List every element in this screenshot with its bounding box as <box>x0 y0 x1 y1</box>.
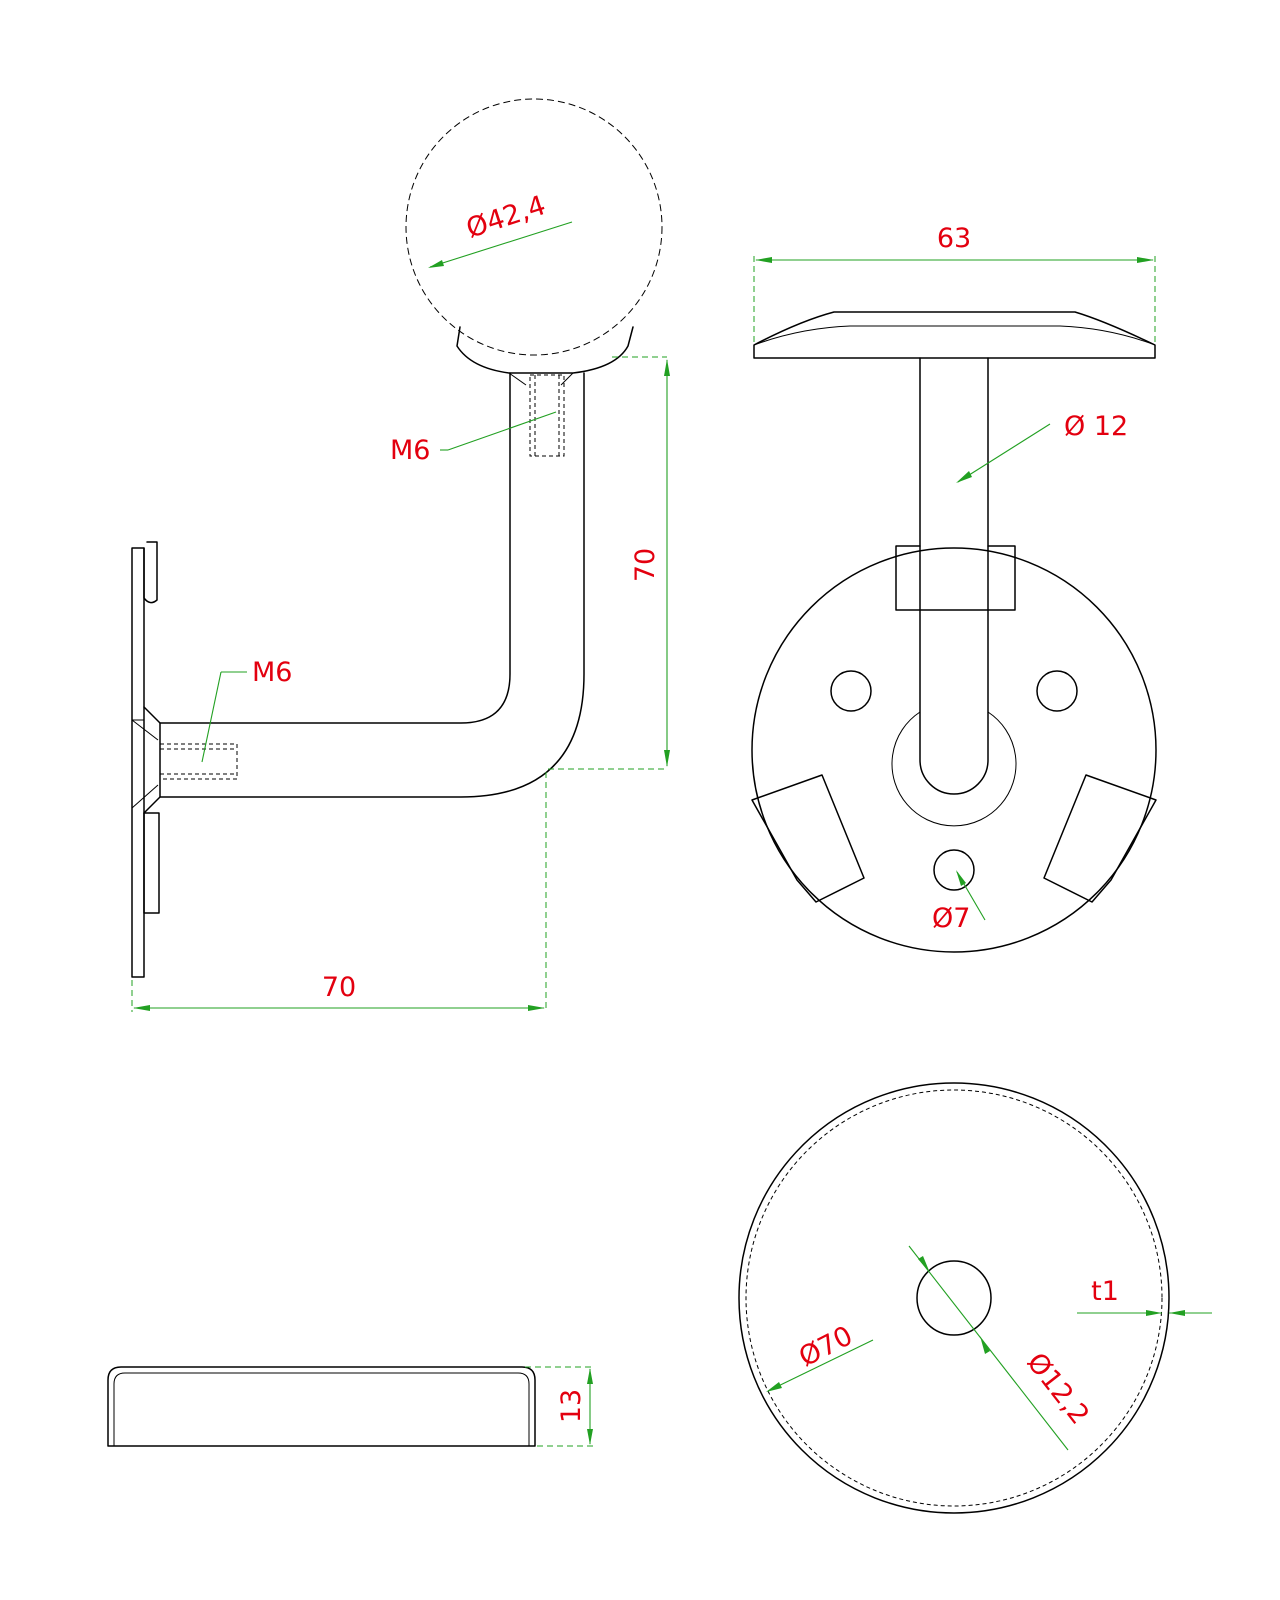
cover-height-arrow-top <box>587 1368 593 1384</box>
projection-arrow-right <box>528 1005 545 1011</box>
wall-plate-bottom-tab <box>143 812 160 914</box>
cover-side-view: 13 <box>107 1366 594 1447</box>
mounting-hole-bottom <box>933 849 975 891</box>
front-saddle <box>753 311 1156 359</box>
cover-inner-circle <box>745 1089 1163 1507</box>
tube-diameter-label: Ø 12 <box>1064 411 1128 442</box>
cover-outer-dim-arrow <box>766 1382 782 1392</box>
front-view: 63 Ø 12 Ø7 <box>751 223 1157 953</box>
cover-top-view: Ø70 Ø12,2 t1 <box>738 1082 1212 1514</box>
saddle-chamfer-left <box>508 372 527 386</box>
cover-height-label: 13 <box>556 1389 587 1423</box>
cover-outer-circle <box>738 1082 1170 1514</box>
base-disk <box>751 547 1157 953</box>
top-thread-label: M6 <box>390 435 430 466</box>
saddle-chamfer-right <box>560 372 574 386</box>
clip-left <box>751 774 865 903</box>
projection-arrow-left <box>133 1005 150 1011</box>
mounting-hole-left <box>830 670 872 712</box>
top-thread-leader <box>447 411 557 451</box>
ball-dim-line <box>429 221 573 268</box>
tube-root-ring <box>891 711 1017 827</box>
tube-dim-leader <box>957 423 1051 483</box>
wall-thread-leader <box>201 671 222 763</box>
wall-plate-hidden-diag2 <box>131 784 159 809</box>
cover-hole-dim-arrow-top <box>918 1256 930 1273</box>
cover-hole-dim-line <box>908 1245 1069 1451</box>
bent-tube-outline <box>159 372 585 798</box>
cover-center-hole <box>916 1260 992 1336</box>
tube-dim-arrow <box>956 471 972 483</box>
saddle-arrow-right <box>1137 257 1154 263</box>
wall-plate-hook <box>143 541 158 604</box>
front-tube <box>919 357 989 795</box>
height-label: 70 <box>630 548 661 582</box>
wall-plate <box>131 547 145 978</box>
hole-diameter-label: Ø7 <box>932 903 970 934</box>
cover-height-arrow-bottom <box>587 1429 593 1445</box>
mounting-hole-right <box>1036 670 1078 712</box>
side-thread-hidden <box>159 743 238 780</box>
thickness-label: t1 <box>1091 1276 1119 1307</box>
saddle-width-label: 63 <box>937 223 971 254</box>
cover-profile-outer <box>107 1366 536 1447</box>
wall-plate-hub <box>143 706 161 814</box>
cover-outer-diameter-label: Ø70 <box>794 1320 858 1373</box>
side-view: Ø42,4 M6 M6 70 70 <box>131 98 670 1012</box>
cover-outer-dim-line <box>767 1339 874 1392</box>
clip-right <box>1043 774 1157 903</box>
height-arrow-top <box>664 359 670 376</box>
cover-profile-inner <box>113 1372 530 1446</box>
projection-label: 70 <box>322 972 356 1003</box>
height-arrow-bottom <box>664 750 670 767</box>
side-saddle <box>456 326 634 374</box>
cover-hole-dim-arrow-bottom <box>980 1336 990 1354</box>
cover-hole-diameter-label: Ø12,2 <box>1020 1347 1095 1430</box>
handrail-phantom-circle <box>405 98 663 356</box>
wall-plate-hidden-diag1 <box>131 719 159 741</box>
wall-thread-label: M6 <box>252 657 292 688</box>
ball-diameter-label: Ø42,4 <box>463 190 550 245</box>
thickness-arrow-right <box>1169 1310 1185 1316</box>
top-thread-hidden <box>529 374 565 457</box>
thickness-arrow-left <box>1146 1310 1162 1316</box>
hole-dim-arrow <box>956 870 966 886</box>
saddle-arrow-left <box>755 257 772 263</box>
ball-dim-arrow <box>428 260 444 268</box>
gusset-square <box>895 545 1016 611</box>
front-saddle-inner <box>753 325 1156 346</box>
